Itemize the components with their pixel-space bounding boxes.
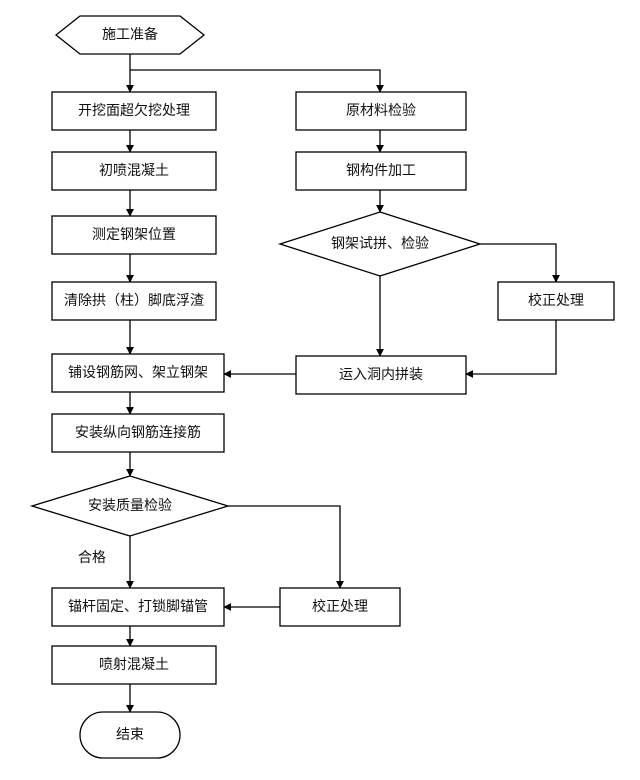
longitudinal-box xyxy=(51,413,225,453)
mesh-box xyxy=(51,353,225,393)
node-start: 施工准备 xyxy=(54,15,206,55)
steel-processing-box xyxy=(295,151,467,191)
edge-label-pass: 合格 xyxy=(78,550,106,566)
excavation-box xyxy=(51,91,217,131)
node-measure: 测定钢架位置 xyxy=(51,215,217,255)
correction-bottom-box xyxy=(279,587,401,627)
longitudinal-label: 安装纵向钢筋连接筋 xyxy=(75,424,201,441)
edge-trial-assembly-to-correction xyxy=(480,243,560,283)
edge-quality-check-to-correction xyxy=(228,505,344,589)
transport-box xyxy=(295,355,467,395)
node-clear: 清除拱（柱）脚底浮渣 xyxy=(51,281,217,321)
transport-label: 运入洞内拼装 xyxy=(339,367,423,383)
edge-correction-to-transport xyxy=(465,320,557,378)
node-anchor: 锚杆固定、打锁脚锚管 xyxy=(51,587,225,627)
start-label: 施工准备 xyxy=(102,26,158,43)
node-trial-assembly: 钢架试拼、检验 xyxy=(277,211,483,277)
node-final-spray: 喷射混凝土 xyxy=(51,645,217,685)
material-check-label: 原材料检验 xyxy=(346,103,416,119)
correction-right-box xyxy=(497,281,615,321)
edge-start-to-material-check xyxy=(130,69,384,93)
excavation-label: 开挖面超欠挖处理 xyxy=(78,103,190,119)
clear-label: 清除拱（柱）脚底浮渣 xyxy=(64,293,204,309)
trial-assembly-label: 钢架试拼、检验 xyxy=(331,236,429,252)
final-spray-box xyxy=(51,645,217,685)
node-material-check: 原材料检验 xyxy=(295,91,467,131)
node-longitudinal: 安装纵向钢筋连接筋 xyxy=(51,413,225,453)
quality-check-diamond xyxy=(29,475,231,537)
correction-bottom-label: 校正处理 xyxy=(312,598,368,615)
node-mesh: 铺设钢筋网、架立钢架 xyxy=(51,353,225,393)
final-spray-label: 喷射混凝土 xyxy=(99,657,169,673)
clear-box xyxy=(51,281,217,321)
edges xyxy=(126,54,560,713)
correction-right-label: 校正处理 xyxy=(528,292,584,309)
node-excavation: 开挖面超欠挖处理 xyxy=(51,91,217,131)
end-terminal-shape xyxy=(79,711,181,759)
node-correction-bottom: 校正处理 xyxy=(279,587,401,627)
trial-assembly-diamond xyxy=(277,211,483,277)
material-check-box xyxy=(295,91,467,131)
node-end: 结束 xyxy=(79,711,181,759)
measure-label: 测定钢架位置 xyxy=(92,227,176,243)
node-steel-processing: 钢构件加工 xyxy=(295,151,467,191)
anchor-label: 锚杆固定、打锁脚锚管 xyxy=(68,598,208,615)
initial-spray-box xyxy=(51,151,217,191)
anchor-box xyxy=(51,587,225,627)
node-initial-spray: 初喷混凝土 xyxy=(51,151,217,191)
node-quality-check: 安装质量检验 xyxy=(29,475,231,537)
quality-check-label: 安装质量检验 xyxy=(88,498,172,514)
mesh-label: 铺设钢筋网、架立钢架 xyxy=(68,364,208,381)
start-terminal-shape xyxy=(54,15,206,55)
end-label: 结束 xyxy=(116,727,144,743)
initial-spray-label: 初喷混凝土 xyxy=(99,162,169,179)
node-transport: 运入洞内拼装 xyxy=(295,355,467,395)
node-correction-right: 校正处理 xyxy=(497,281,615,321)
measure-box xyxy=(51,215,217,255)
steel-processing-label: 钢构件加工 xyxy=(346,163,416,179)
